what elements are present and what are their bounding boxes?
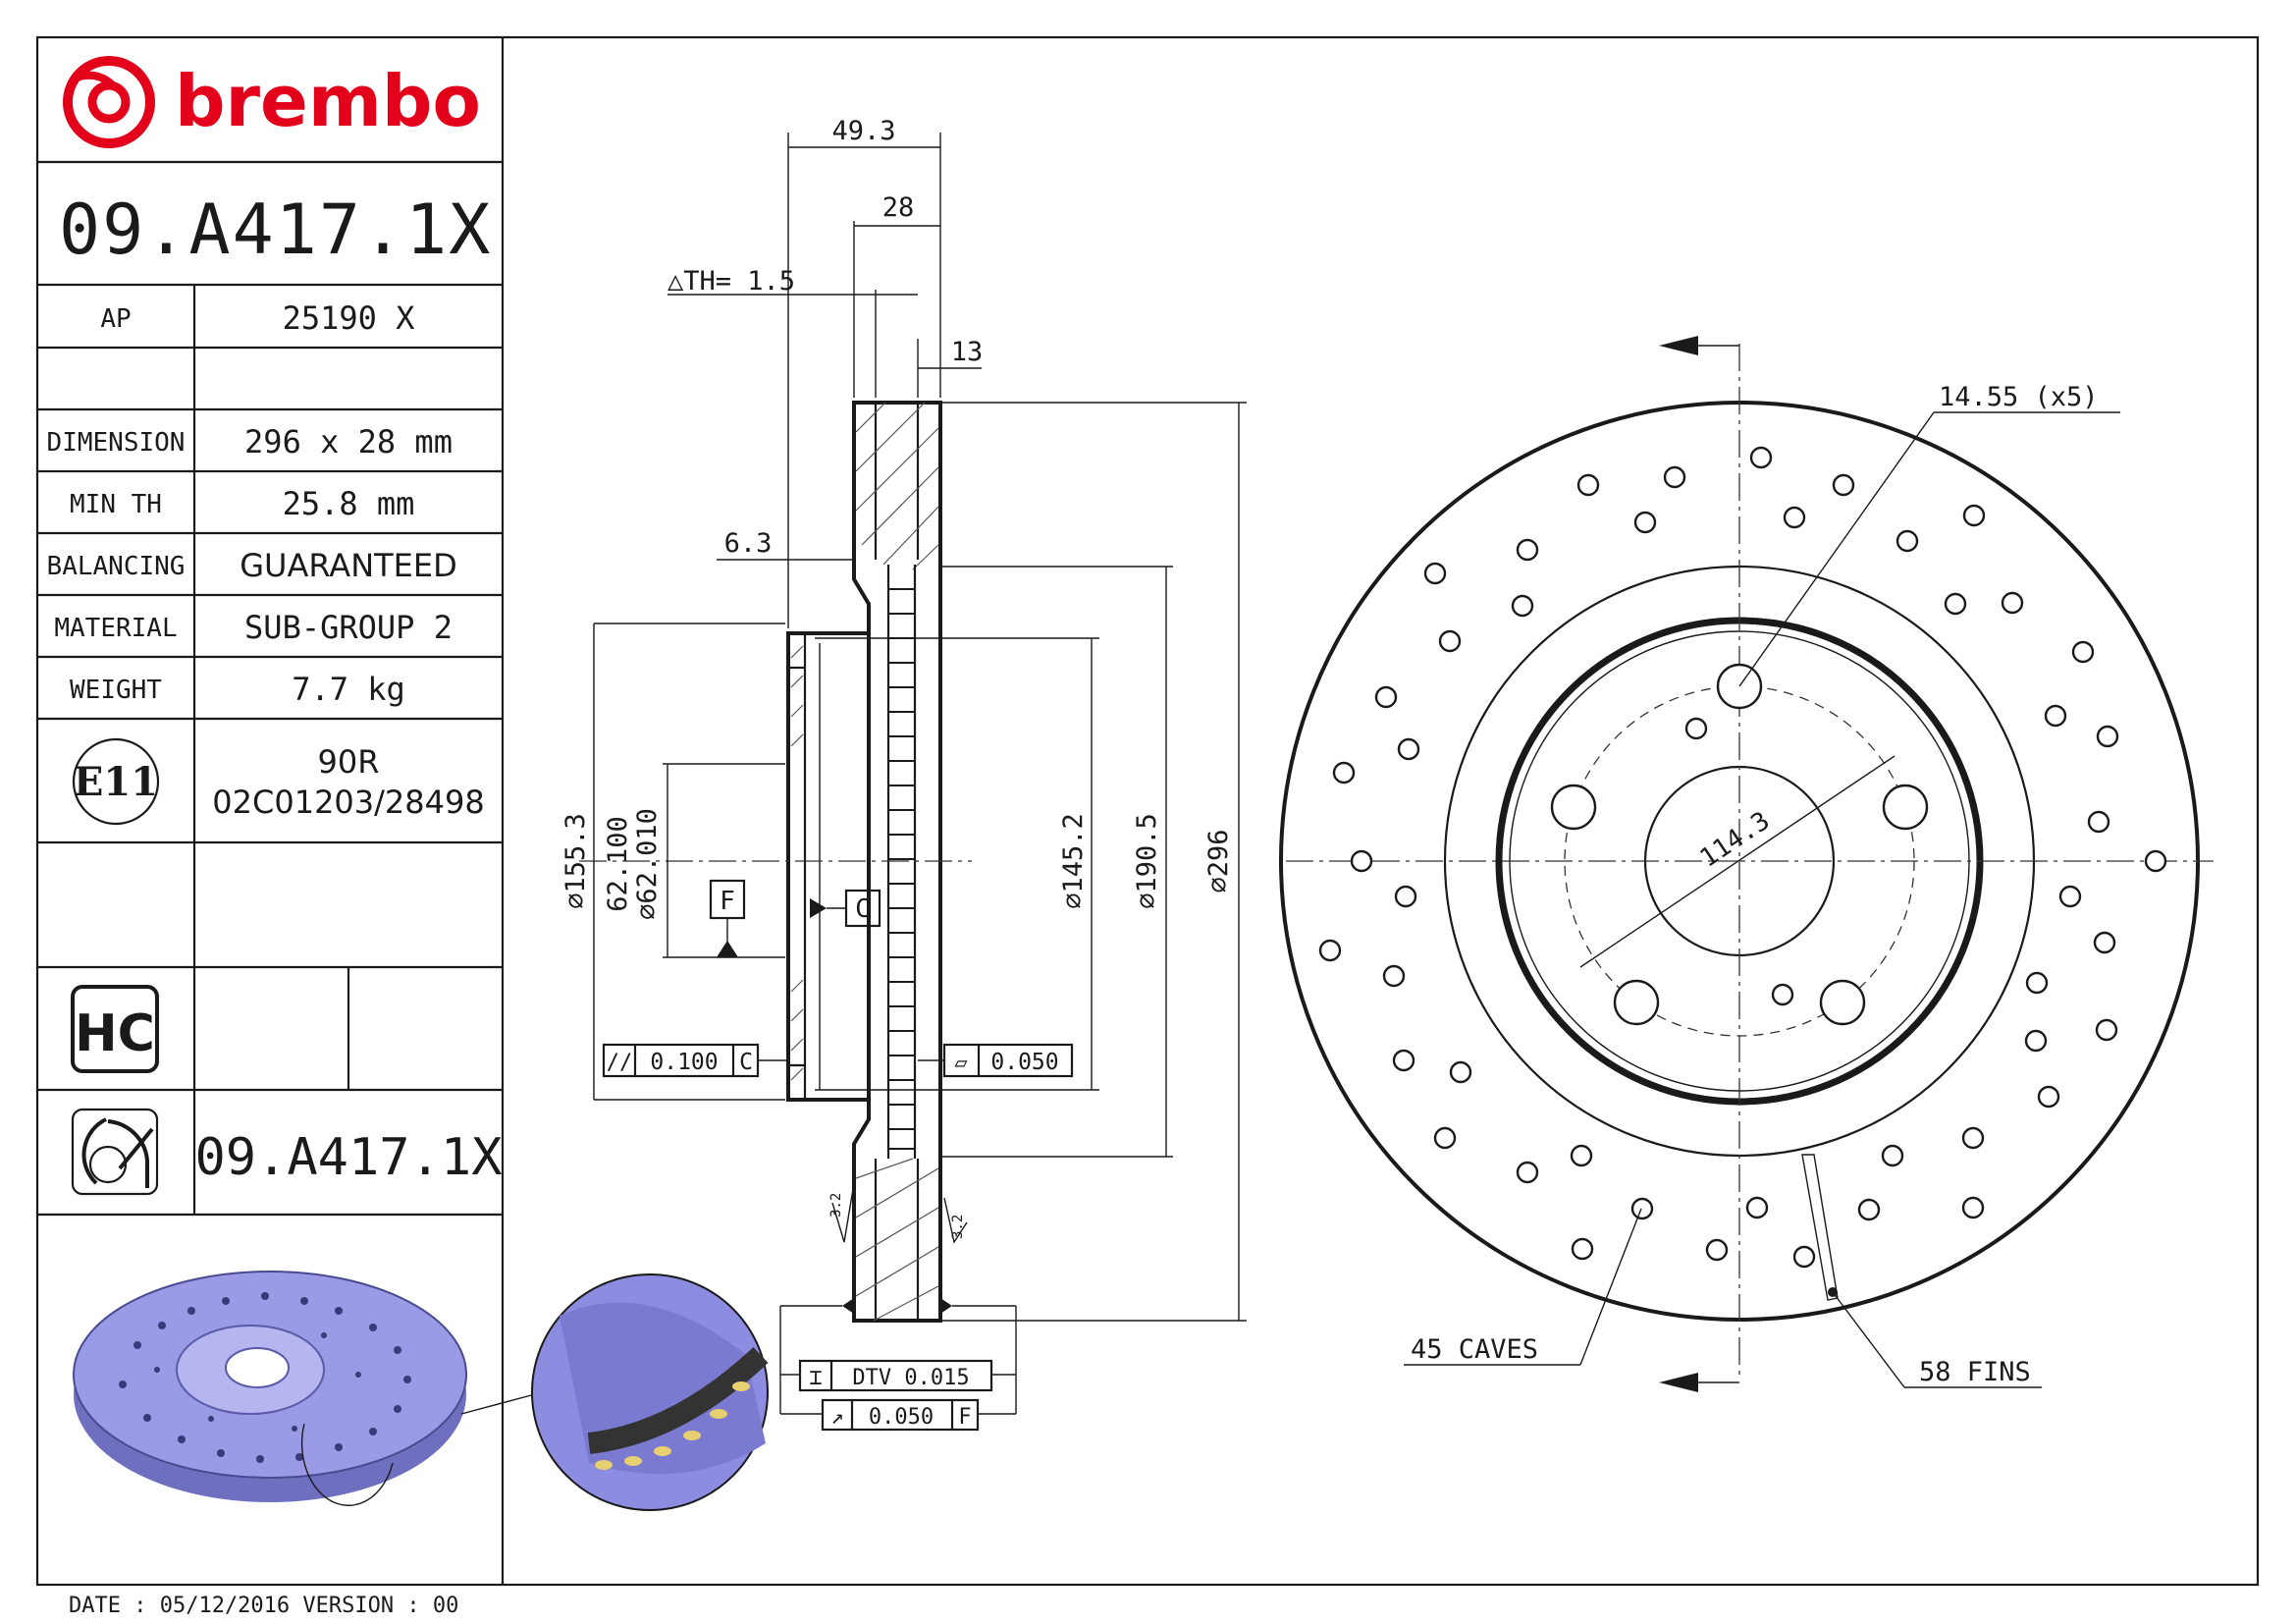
dtv-symbol: ⌶ bbox=[809, 1366, 822, 1390]
label-caves: 45 CAVES bbox=[1411, 1334, 1538, 1365]
dim-inner-flange-diameter: ⌀145.2 bbox=[1058, 813, 1089, 909]
drilled-caves bbox=[1318, 446, 2167, 1269]
homologation-line1: 90R bbox=[318, 743, 380, 781]
spec-label-dimension: DIMENSION bbox=[47, 428, 186, 458]
footer-part-number: 09.A417.1X bbox=[194, 1128, 502, 1187]
spec-label-weight: WEIGHT bbox=[70, 676, 162, 705]
tolerance-dtv: ⌶ DTV 0.015 bbox=[780, 1359, 1016, 1392]
roughness-right: 3.2 bbox=[950, 1215, 966, 1239]
spec-value-weight: 7.7 kg bbox=[292, 671, 405, 708]
datum-f: F bbox=[720, 887, 735, 916]
brembo-logo-icon: brembo bbox=[63, 56, 481, 148]
roughness-left: 3.2 bbox=[828, 1193, 844, 1218]
parallelism-datum: C bbox=[739, 1050, 753, 1075]
e11-mark-icon: E11 bbox=[72, 737, 160, 826]
runout-value: 0.050 bbox=[869, 1405, 934, 1430]
spec-value-dimension: 296 x 28 mm bbox=[244, 423, 453, 460]
datum-c: C bbox=[855, 894, 871, 924]
disc-pictogram-icon bbox=[71, 1108, 159, 1196]
runout-symbol: ↗ bbox=[830, 1405, 843, 1430]
spec-value-balancing: GUARANTEED bbox=[240, 547, 457, 584]
tolerance-runout: ↗ 0.050 F bbox=[780, 1398, 1016, 1432]
cross-section-view: 49.3 28 △TH= 1.5 13 6.3 ⌀155.3 62.100 ⌀6… bbox=[561, 116, 1247, 1432]
dim-ring-inner-diameter: ⌀190.5 bbox=[1132, 813, 1162, 909]
runout-datum: F bbox=[958, 1405, 971, 1430]
label-fins: 58 FINS bbox=[1919, 1357, 2031, 1387]
dim-bolt-holes: 14.55 (x5) bbox=[1939, 382, 2099, 412]
brand-name: brembo bbox=[175, 60, 481, 142]
dim-overall-width: 49.3 bbox=[831, 116, 895, 146]
parallelism-symbol: // bbox=[607, 1051, 633, 1075]
disc-3d-render bbox=[73, 1271, 536, 1506]
hc-badge-text: HC bbox=[75, 1004, 155, 1063]
outer-border bbox=[35, 35, 2260, 1587]
vent-detail-render bbox=[531, 1273, 769, 1511]
footer-date-version: DATE : 05/12/2016 VERSION : 00 bbox=[69, 1594, 458, 1618]
part-number-title: 09.A417.1X bbox=[59, 189, 492, 270]
flatness-value: 0.050 bbox=[990, 1050, 1058, 1075]
dim-delta-th: △TH= 1.5 bbox=[667, 266, 795, 297]
dim-thickness: 28 bbox=[882, 192, 915, 223]
dim-hat-offset: 6.3 bbox=[724, 528, 773, 559]
spec-value-material: SUB-GROUP 2 bbox=[244, 609, 453, 646]
spec-value-ap: 25190 X bbox=[283, 299, 415, 337]
spec-label-ap: AP bbox=[100, 304, 131, 334]
title-block: brembo 09.A417.1X AP 25190 X DIMENSION 2… bbox=[37, 56, 769, 1511]
spec-label-balancing: BALANCING bbox=[47, 552, 186, 581]
hc-badge-icon: HC bbox=[71, 985, 159, 1073]
tolerance-parallelism: // 0.100 C bbox=[602, 1043, 788, 1078]
dim-bore-max: 62.100 bbox=[603, 816, 633, 912]
dim-bore-min: ⌀62.010 bbox=[632, 808, 663, 920]
dim-hat-outer-diameter: ⌀155.3 bbox=[561, 813, 591, 909]
flatness-symbol: ▱ bbox=[954, 1051, 968, 1075]
spec-label-material: MATERIAL bbox=[54, 614, 177, 643]
e-mark-text: E11 bbox=[74, 759, 158, 805]
dtv-value: DTV 0.015 bbox=[852, 1366, 969, 1390]
spec-value-min-th: 25.8 mm bbox=[283, 485, 415, 522]
parallelism-value: 0.100 bbox=[650, 1050, 718, 1075]
tolerance-flatness: ▱ 0.050 bbox=[918, 1043, 1074, 1078]
homologation-line2: 02C01203/28498 bbox=[212, 784, 484, 821]
dim-outer-diameter: ⌀296 bbox=[1203, 829, 1234, 893]
front-view: 114.3 14.55 (x5) bbox=[1279, 336, 2214, 1392]
dim-vane-offset: 13 bbox=[951, 337, 984, 367]
bolt-holes bbox=[1550, 663, 1929, 1026]
spec-label-min-th: MIN TH bbox=[70, 490, 162, 519]
